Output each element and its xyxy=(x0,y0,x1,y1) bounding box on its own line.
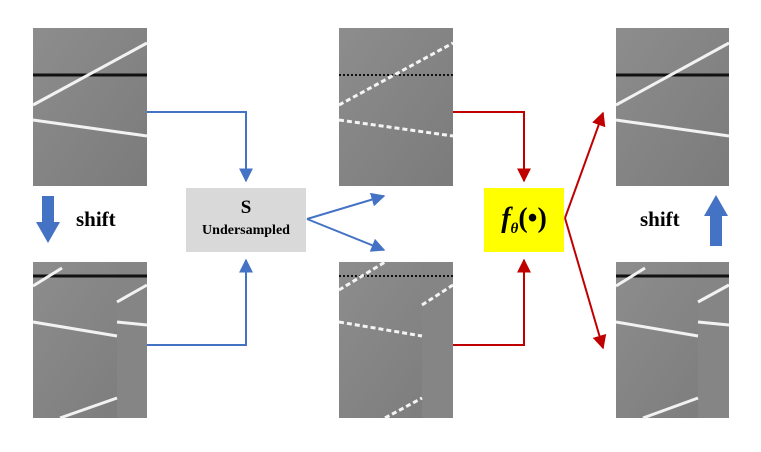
shift-up-arrow xyxy=(704,195,728,246)
sampler-title: S xyxy=(240,197,252,218)
bottom-to-sampler-connector xyxy=(147,258,253,346)
undersampled-image-top xyxy=(338,28,454,186)
undersampled-image-bottom xyxy=(338,260,454,420)
original-image-bottom xyxy=(32,262,148,420)
sampler-out-arrow-bottom xyxy=(306,218,386,252)
reconstructed-image-top xyxy=(615,28,730,186)
undersampled-top-to-network xyxy=(453,111,531,183)
network-box: fθ(•) xyxy=(484,188,564,252)
top-to-sampler-connector xyxy=(147,111,253,183)
shift-label-right: shift xyxy=(640,207,680,231)
sampler-subtitle: Undersampled xyxy=(202,223,290,238)
sampler-out-arrow-top xyxy=(306,192,386,220)
reconstructed-image-bottom xyxy=(615,262,730,420)
undersampled-bottom-to-network xyxy=(453,258,531,346)
undersampling-operator-box: S Undersampled xyxy=(186,188,306,252)
network-argument: (•) xyxy=(518,203,547,234)
shift-down-arrow xyxy=(36,196,60,243)
network-out-arrow-top xyxy=(564,111,606,219)
network-formula: fθ(•) xyxy=(484,203,564,238)
shift-label-left: shift xyxy=(76,207,116,231)
network-out-arrow-bottom xyxy=(564,217,607,350)
network-symbol: f xyxy=(501,203,511,234)
network-subscript: θ xyxy=(510,221,519,237)
original-image-top xyxy=(32,28,148,186)
